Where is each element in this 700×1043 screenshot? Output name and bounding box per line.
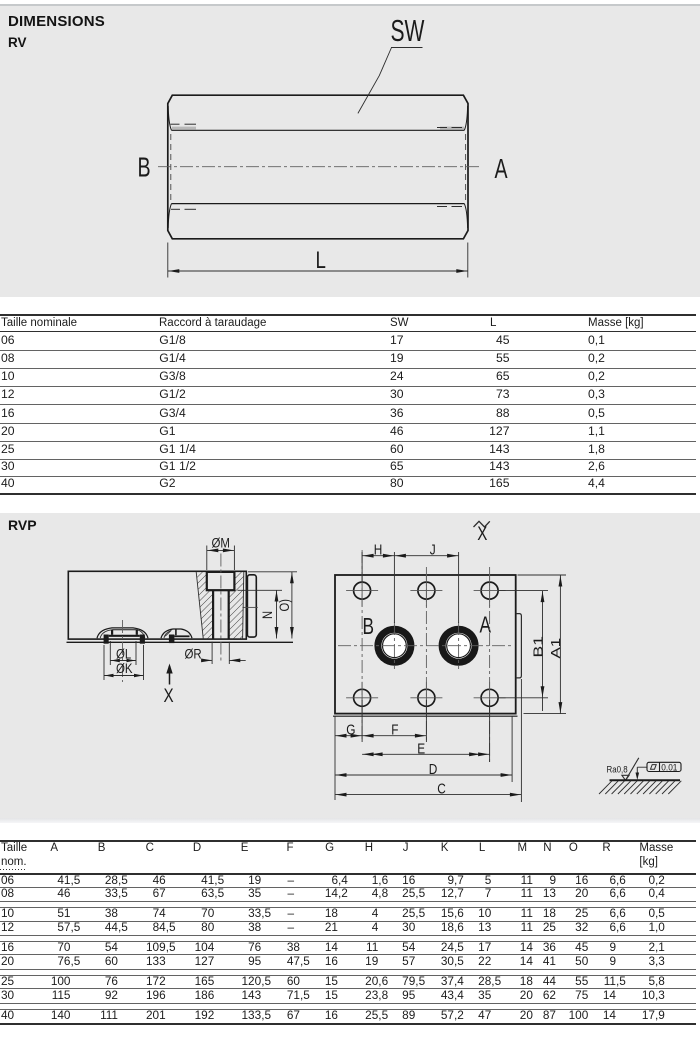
svg-text:F: F <box>391 721 398 738</box>
svg-text:J: J <box>430 541 436 558</box>
svg-text:B: B <box>363 615 375 640</box>
svg-text:B1: B1 <box>531 636 545 657</box>
svg-text:0.01: 0.01 <box>661 762 677 773</box>
svg-text:C: C <box>437 780 446 797</box>
svg-text:N: N <box>260 611 275 619</box>
svg-text:A: A <box>480 613 492 638</box>
svg-text:ØM: ØM <box>212 535 230 550</box>
svg-text:X: X <box>477 523 488 545</box>
svg-text:G: G <box>346 721 355 738</box>
svg-text:X: X <box>164 684 175 706</box>
svg-text:SW: SW <box>391 13 425 48</box>
svg-text:ØR: ØR <box>185 646 202 661</box>
svg-text:B: B <box>138 152 151 183</box>
svg-text:L: L <box>316 247 326 274</box>
svg-text:A: A <box>495 154 509 185</box>
svg-text:D: D <box>429 761 438 778</box>
svg-text:A1: A1 <box>549 638 564 659</box>
svg-text:O): O) <box>277 599 292 611</box>
svg-text:ØL: ØL <box>116 646 131 661</box>
svg-text:H: H <box>374 541 383 558</box>
svg-text:E: E <box>417 740 425 757</box>
svg-text:ØK: ØK <box>116 661 133 676</box>
svg-text:Ra0,8: Ra0,8 <box>607 764 628 775</box>
